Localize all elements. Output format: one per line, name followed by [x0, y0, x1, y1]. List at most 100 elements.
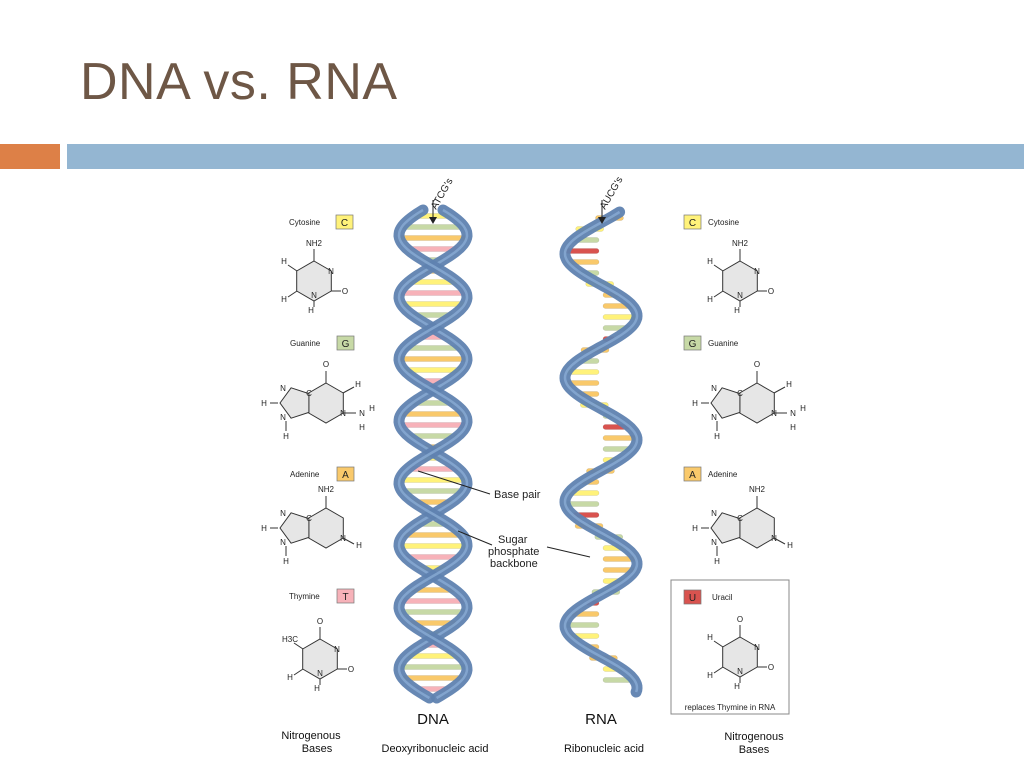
- atom-label: NH2: [749, 485, 766, 494]
- atom-label: N: [280, 509, 286, 518]
- caption-left-line2: Bases: [302, 743, 333, 755]
- dna-rung: [401, 488, 465, 494]
- atom-label: N: [280, 538, 286, 547]
- dna-rung: [401, 224, 465, 230]
- dna-rung: [400, 411, 466, 417]
- dna-rung: [398, 356, 468, 362]
- atom-label: H: [707, 295, 713, 304]
- caption-right: Nitrogenous Bases: [724, 731, 784, 756]
- base-name: Guanine: [290, 339, 321, 348]
- ring: [739, 507, 775, 549]
- atom-label: H: [356, 541, 362, 550]
- bond: [773, 386, 786, 394]
- base-name: Thymine: [289, 592, 320, 601]
- uracil-swatch: [683, 589, 702, 605]
- dna-rung: [399, 609, 467, 615]
- molecule-structures: NH2HOHHNNOCNNNHHHNHHNH2CNNNHHHOHOH3CHNNN…: [261, 239, 806, 693]
- atom-label: O: [323, 360, 329, 369]
- atom-label: H: [692, 399, 698, 408]
- ring: [279, 512, 310, 544]
- base-name: Cytosine: [708, 218, 740, 227]
- dna-rung: [398, 664, 468, 670]
- base-name: Guanine: [708, 339, 739, 348]
- ring: [710, 512, 741, 544]
- atom-label: H: [283, 557, 289, 566]
- right-base-adenine: A Adenine: [683, 466, 738, 482]
- base-pair-callout: Base pair: [417, 470, 541, 501]
- bond: [287, 290, 298, 298]
- backbone-highlight: [563, 210, 639, 693]
- uracil-box: U Uracil replaces Thymine in RNA: [670, 579, 790, 715]
- right-base-guanine: G Guanine: [683, 335, 739, 351]
- atom-label: N: [711, 509, 717, 518]
- backbone-highlight: [397, 208, 469, 700]
- rna-name: RNA: [585, 711, 617, 728]
- atom-label: N: [737, 291, 743, 300]
- bond: [342, 537, 355, 545]
- atom-label: O: [342, 287, 348, 296]
- backbone-callout: Sugar phosphate backbone: [457, 530, 591, 570]
- atom-label: N: [711, 538, 717, 547]
- adenine-swatch: [683, 466, 702, 482]
- base-letter: U: [689, 593, 696, 604]
- cytosine-swatch: [683, 214, 702, 230]
- atom-label: H: [786, 380, 792, 389]
- atom-label: H: [714, 557, 720, 566]
- atom-label: H: [707, 633, 713, 642]
- atom-label: C: [306, 389, 312, 398]
- caption-right-line2: Bases: [739, 744, 770, 756]
- atom-label: N: [754, 643, 760, 652]
- atom-label: C: [306, 514, 312, 523]
- bond: [713, 640, 724, 648]
- atom-label: O: [754, 360, 760, 369]
- atom-label: N: [280, 384, 286, 393]
- atom-label: H: [790, 423, 796, 432]
- bond: [293, 668, 304, 676]
- ring: [279, 387, 310, 419]
- atom-label: H: [800, 404, 806, 413]
- atom-label: C: [737, 389, 743, 398]
- bond: [713, 264, 724, 272]
- dna-rung: [400, 301, 466, 307]
- bond: [293, 642, 304, 650]
- dna-rung: [398, 543, 468, 549]
- atom-label: H: [261, 399, 267, 408]
- caption-rna: RNA Ribonucleic acid: [564, 711, 644, 755]
- dna-full-name: Deoxyribonucleic acid: [382, 743, 489, 755]
- backbone-label-line3: backbone: [490, 558, 538, 570]
- bond: [713, 666, 724, 674]
- atom-label: H: [692, 524, 698, 533]
- atom-label: N: [737, 667, 743, 676]
- atom-label: N: [790, 409, 796, 418]
- thymine-swatch: [336, 588, 355, 604]
- atom-label: N: [317, 669, 323, 678]
- guanine-swatch: [336, 335, 355, 351]
- atom-label: H: [369, 404, 375, 413]
- ring: [308, 507, 344, 549]
- atom-label: N: [711, 384, 717, 393]
- caption-dna: DNA Deoxyribonucleic acid: [382, 711, 489, 755]
- base-letter: G: [689, 339, 697, 350]
- atom-label: H: [281, 295, 287, 304]
- base-name: Adenine: [290, 470, 320, 479]
- bond: [773, 537, 786, 545]
- atom-label: N: [328, 267, 334, 276]
- atom-label: NH2: [306, 239, 323, 248]
- left-base-guanine: Guanine G: [290, 335, 355, 351]
- ring: [710, 387, 741, 419]
- atom-label: H: [308, 306, 314, 315]
- cytosine-swatch: [335, 214, 354, 230]
- atom-label: H: [734, 306, 740, 315]
- left-base-thymine: Thymine T: [289, 588, 355, 604]
- atom-label: O: [317, 617, 323, 626]
- base-letter: C: [689, 218, 696, 229]
- atom-label: H: [283, 432, 289, 441]
- atom-label: N: [754, 267, 760, 276]
- rna-backbone: [559, 206, 643, 698]
- atom-label: O: [768, 663, 774, 672]
- backbone-label-line2: phosphate: [488, 546, 539, 558]
- caption-left: Nitrogenous Bases: [281, 730, 341, 755]
- atom-label: N: [311, 291, 317, 300]
- atom-label: O: [348, 665, 354, 674]
- dna-name: DNA: [417, 711, 449, 728]
